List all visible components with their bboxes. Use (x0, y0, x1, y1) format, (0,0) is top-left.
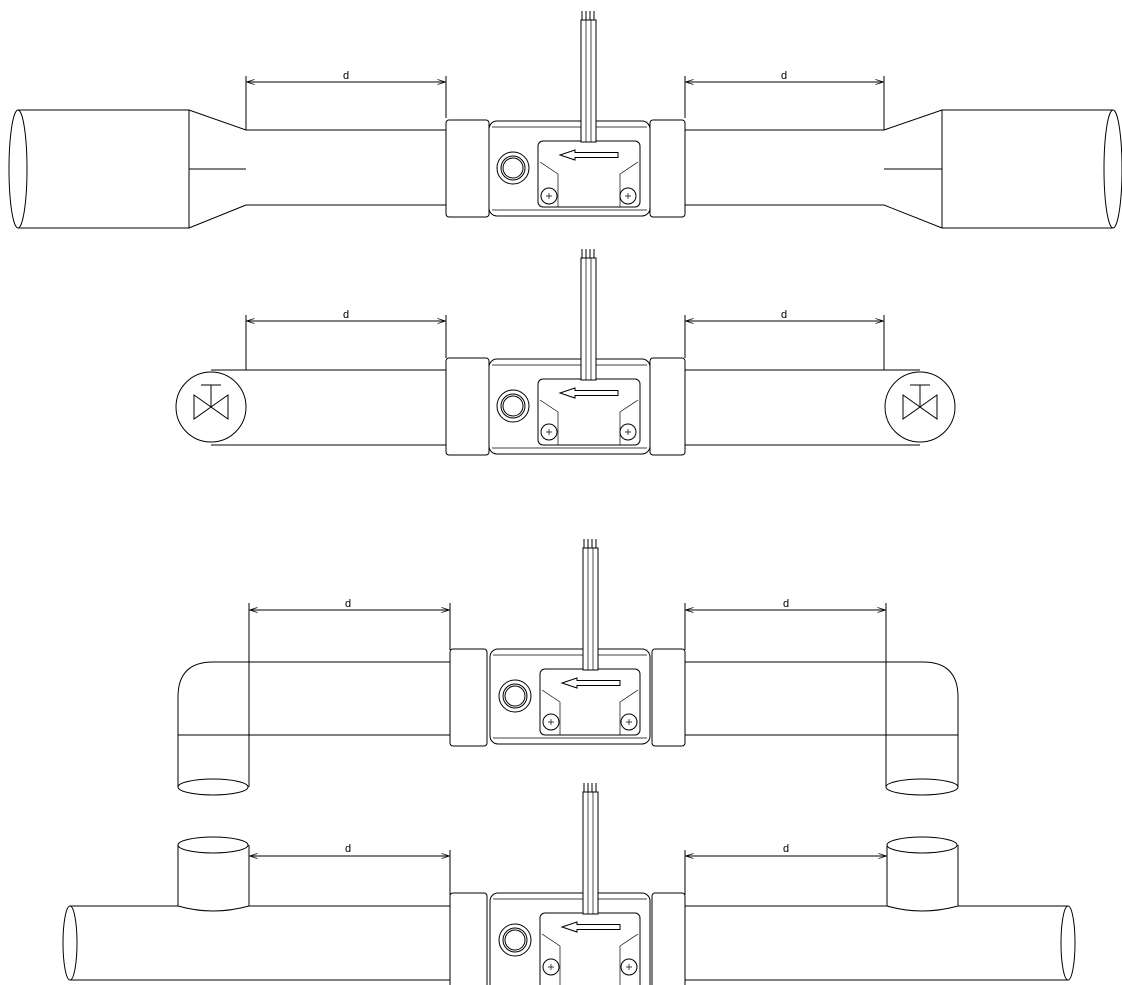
dimension-label: d (343, 70, 349, 82)
dimension-left: d (245, 70, 447, 130)
pipe-right (685, 369, 920, 446)
flow-sensor (445, 11, 686, 218)
right-elbow (685, 661, 959, 796)
flow-sensor (449, 783, 686, 985)
dimension-label: d (781, 70, 787, 82)
dimension-label: d (783, 843, 789, 855)
dimension-left: d (245, 309, 447, 370)
pipe-left (211, 369, 446, 446)
row-reducer: d d (8, 11, 1122, 229)
right-valve (884, 371, 956, 443)
right-reducer (883, 109, 1122, 229)
dimension-label: d (345, 843, 351, 855)
flow-sensor (445, 249, 686, 456)
sensor-cable (580, 249, 597, 381)
left-tee (177, 836, 250, 912)
dimension-label: d (783, 598, 789, 610)
dimension-label: d (345, 598, 351, 610)
left-reducer (8, 109, 247, 229)
pipe-right (685, 129, 884, 206)
pipe-left (246, 129, 446, 206)
dimension-right: d (684, 70, 885, 130)
dimension-left: d (248, 843, 451, 895)
dimension-left: d (248, 598, 451, 662)
sensor-cable (582, 783, 599, 915)
dimension-right: d (684, 598, 887, 662)
sensor-cable (582, 539, 599, 671)
dimension-right: d (684, 309, 885, 370)
dimension-label: d (781, 309, 787, 321)
row-elbow: d d (177, 539, 959, 796)
left-elbow (177, 661, 450, 796)
sensor-cable (580, 11, 597, 143)
dimension-label: d (343, 309, 349, 321)
dimension-right: d (684, 843, 888, 895)
right-tee (886, 836, 959, 912)
row-tee: d d (62, 783, 1076, 985)
main-pipe (62, 905, 1076, 981)
flow-sensor (449, 539, 686, 747)
left-valve (175, 371, 247, 443)
row-valve: d d (175, 249, 956, 456)
